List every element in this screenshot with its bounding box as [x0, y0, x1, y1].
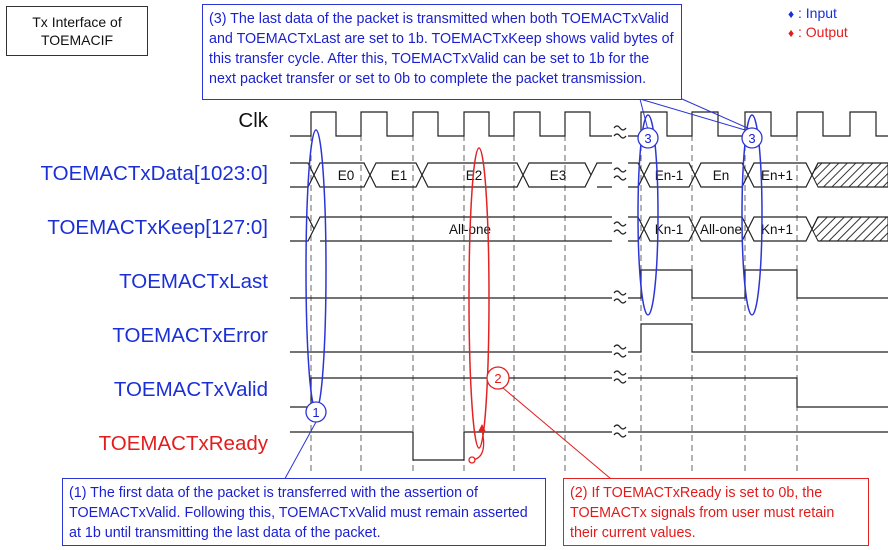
signal-last: TOEMACTxLast: [119, 270, 268, 293]
legend-output: ♦ : Output: [788, 23, 848, 42]
title-line-1: Tx Interface of: [32, 14, 122, 30]
data-value-e1: E1: [391, 168, 408, 183]
data-value-e0: E0: [338, 168, 355, 183]
error-waveform: [290, 323, 888, 353]
title-line-2: TOEMACIF: [40, 32, 114, 48]
legend-input: ♦ : Input: [788, 4, 848, 23]
note-1: (1) The first data of the packet is tran…: [62, 478, 546, 546]
keep-value-kn+1: Kn+1: [761, 222, 793, 237]
keep-value-all-one-2: All-one: [700, 222, 742, 237]
marker-3b-circle: [741, 127, 763, 149]
signal-valid: TOEMACTxValid: [113, 378, 268, 401]
title-box: Tx Interface of TOEMACIF: [6, 6, 148, 56]
clk-waveform: [290, 111, 888, 137]
marker-1-circle: [305, 401, 327, 423]
data-value-e3: E3: [550, 168, 567, 183]
last-data-highlight-2: [741, 114, 763, 316]
signal-data: TOEMACTxData[1023:0]: [40, 162, 269, 185]
ready-arrow-dot-icon: [468, 456, 476, 464]
marker-3a-circle: [637, 127, 659, 149]
input-diamond-icon: ♦: [788, 7, 795, 21]
last-waveform: [290, 269, 888, 299]
keep-bus: [290, 216, 888, 242]
legend: ♦ : Input ♦ : Output: [788, 4, 848, 42]
note-2: (2) If TOEMACTxReady is set to 0b, the T…: [563, 478, 869, 546]
data-value-e2: E2: [466, 168, 483, 183]
time-break-marks: [613, 125, 627, 438]
data-value-en: En: [713, 168, 730, 183]
note-3: (3) The last data of the packet is trans…: [202, 4, 682, 100]
marker-3b-label: 3: [748, 131, 755, 146]
output-diamond-icon: ♦: [788, 26, 795, 40]
note2-callout-line: [502, 387, 618, 485]
data-value-en+1: En+1: [761, 168, 793, 183]
marker-3a-label: 3: [644, 131, 651, 146]
data-value-en-1: En-1: [655, 168, 684, 183]
ready-arrow: [471, 429, 485, 461]
signal-labels: Clk TOEMACTxData[1023:0] TOEMACTxKeep[12…: [0, 0, 269, 550]
ready-arrow-head-icon: [478, 424, 486, 432]
note3-callout-lines: [639, 98, 753, 131]
marker-2-circle: [486, 366, 510, 390]
marker-1-label: 1: [312, 405, 319, 420]
signal-keep: TOEMACTxKeep[127:0]: [47, 216, 268, 239]
signal-error: TOEMACTxError: [112, 324, 268, 347]
signal-ready: TOEMACTxReady: [98, 432, 268, 455]
data-invalid-hatch: [811, 162, 888, 188]
data-bus: [290, 162, 888, 188]
last-data-highlight-1: [637, 114, 659, 316]
marker-2-label: 2: [494, 371, 501, 386]
keep-value-kn-1: Kn-1: [655, 222, 684, 237]
legend-output-label: : Output: [798, 24, 848, 40]
legend-input-label: : Input: [798, 5, 837, 21]
signal-clk: Clk: [238, 109, 268, 132]
note1-callout-line: [281, 421, 317, 485]
ready-waveform: [290, 431, 888, 461]
keep-invalid-hatch: [811, 216, 888, 242]
valid-waveform: [290, 377, 888, 408]
ready-stall-highlight: [468, 147, 490, 449]
